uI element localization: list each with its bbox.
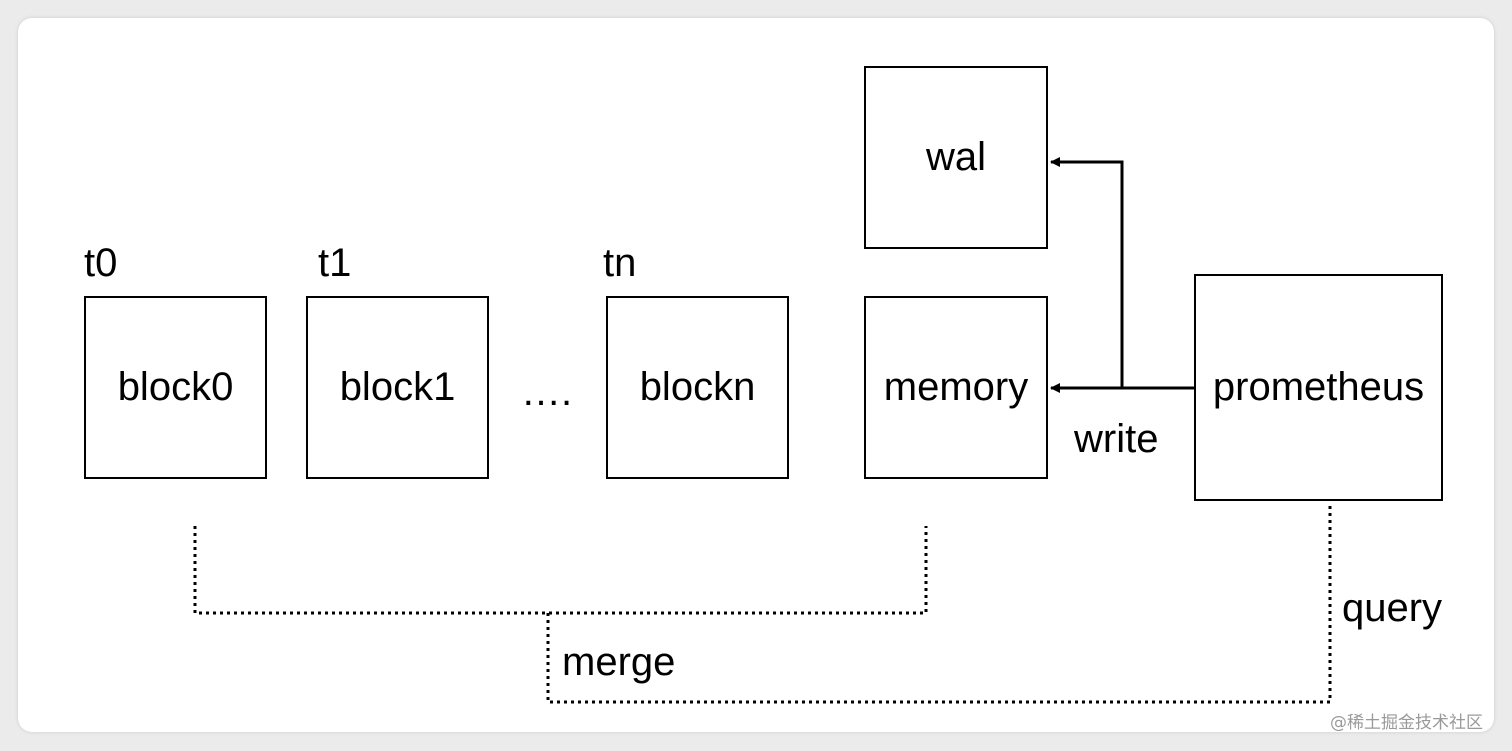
wal-box: wal [864,66,1048,249]
block0-label: block0 [117,365,234,409]
t1-label: t1 [318,241,352,285]
merge-label: merge [562,640,676,684]
query-label: query [1342,586,1443,630]
watermark-text: @稀土掘金技术社区 [1330,713,1483,733]
write-label: write [1074,417,1159,461]
memory-box: memory [864,296,1048,479]
block0-box: block0 [84,296,267,479]
blockn-box: blockn [606,296,789,479]
prometheus-box: prometheus [1194,274,1443,501]
tn-label: tn [603,241,637,285]
wal-label: wal [925,135,987,179]
merge-bracket [193,526,928,615]
prometheus-label: prometheus [1212,365,1425,409]
memory-label: memory [883,365,1029,409]
t0-label: t0 [84,241,118,285]
block1-box: block1 [306,296,489,479]
ellipsis-label: …. [521,370,573,414]
block1-label: block1 [339,365,456,409]
write-arrow-wal [1050,157,1124,388]
blockn-label: blockn [639,365,756,409]
merge-query-connector [546,502,1332,704]
